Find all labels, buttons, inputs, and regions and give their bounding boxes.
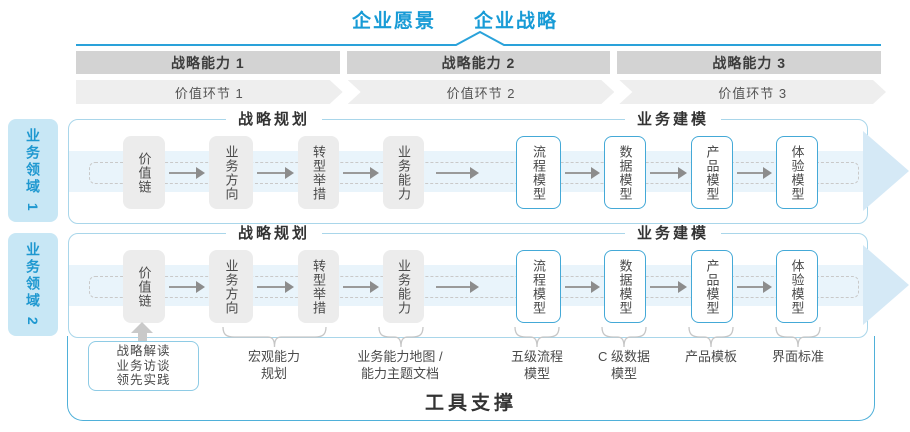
- annotation-line: 宏观能力: [247, 349, 301, 364]
- vision-title: 企业愿景: [351, 11, 436, 32]
- node-box: 业务方向: [209, 136, 253, 209]
- annotation-line: 战略解读: [116, 343, 171, 358]
- up-arrow-icon: [131, 322, 153, 342]
- business-domain-2-lane: 战略规划 业务建模价值链 业务方向 转型举措 业务能力 流程模型 数据模型 产品模型 体验模型: [68, 224, 909, 338]
- right-arrow-icon: [737, 280, 772, 293]
- node-box: 体验模型: [776, 250, 818, 323]
- tool-support-label: 工具支撑: [424, 393, 517, 414]
- annotation-label: 宏观能力规划: [248, 349, 300, 383]
- strategic-planning-header: 战略规划: [225, 110, 323, 130]
- node-box: 业务方向: [209, 250, 253, 323]
- tool-support-container: 工具支撑: [67, 336, 875, 421]
- annotation-line: 能力主题文档: [360, 365, 440, 381]
- right-arrow-icon: [169, 166, 205, 179]
- node-box: 转型举措: [298, 136, 339, 209]
- annotation-label: 界面标准: [772, 349, 824, 366]
- node-box: 价值链: [123, 136, 165, 209]
- annotation-line: C 级数据: [597, 349, 651, 364]
- strategic-capability-3: 战略能力 3: [617, 51, 882, 74]
- node-box: 体验模型: [776, 136, 818, 209]
- node-box: 产品模型: [691, 136, 733, 209]
- annotation-label: 产品模板: [685, 349, 737, 366]
- node-box: 流程模型: [516, 250, 561, 323]
- right-arrow-icon: [650, 280, 687, 293]
- annotation-line: 产品模板: [684, 349, 738, 364]
- annotation-line: 界面标准: [771, 349, 825, 364]
- node-box: 业务能力: [383, 250, 424, 323]
- practice-annotation-box: 战略解读 业务访谈 领先实践: [88, 341, 199, 391]
- right-arrow-icon: [343, 280, 379, 293]
- node-box: 数据模型: [604, 136, 646, 209]
- value-link-chevrons: 价值环节 1 价值环节 2 价值环节 3: [76, 80, 886, 104]
- node-box: 价值链: [123, 250, 165, 323]
- annotation-line: 五级流程: [510, 349, 564, 364]
- vision-peak-line: [76, 30, 881, 46]
- right-arrow-icon: [436, 280, 479, 293]
- right-arrow-icon: [257, 280, 294, 293]
- right-arrow-icon: [257, 166, 294, 179]
- right-arrow-icon: [436, 166, 479, 179]
- annotation-line: 模型: [610, 365, 638, 381]
- underbrace-icon: [514, 326, 560, 348]
- annotation-label: 五级流程模型: [511, 349, 563, 383]
- right-arrow-icon: [565, 280, 600, 293]
- business-domain-2-label: 业务领域 2: [8, 233, 58, 336]
- annotation-line: 模型: [523, 365, 551, 381]
- node-box: 业务能力: [383, 136, 424, 209]
- value-link-2: 价值环节 2: [348, 80, 615, 104]
- value-link-1: 价值环节 1: [76, 80, 343, 104]
- underbrace-icon: [688, 326, 734, 348]
- business-domain-1-lane: 战略规划 业务建模价值链 业务方向 转型举措 业务能力 流程模型 数据模型 产品模型 体验模型: [68, 110, 909, 224]
- right-arrow-icon: [650, 166, 687, 179]
- underbrace-icon: [775, 326, 821, 348]
- node-box: 产品模型: [691, 250, 733, 323]
- node-box: 转型举措: [298, 250, 339, 323]
- business-modeling-header: 业务建模: [624, 110, 722, 130]
- right-arrow-icon: [565, 166, 600, 179]
- underbrace-icon: [222, 326, 327, 348]
- annotation-line: 领先实践: [116, 373, 171, 388]
- value-link-3: 价值环节 3: [619, 80, 886, 104]
- business-domain-1-label: 业务领域 1: [8, 119, 58, 222]
- strategic-planning-header: 战略规划: [225, 224, 323, 244]
- dashed-placeholder-strip: [89, 276, 859, 298]
- right-arrow-icon: [737, 166, 772, 179]
- dashed-placeholder-strip: [89, 162, 859, 184]
- flow-band-arrowhead-icon: [863, 245, 909, 325]
- underbrace-icon: [601, 326, 647, 348]
- flow-band-arrowhead-icon: [863, 131, 909, 211]
- page-title: 企业愿景 企业战略: [0, 6, 910, 33]
- strategic-capability-1: 战略能力 1: [76, 51, 340, 74]
- strategic-capability-bars: 战略能力 1 战略能力 2 战略能力 3: [76, 51, 882, 74]
- annotation-label: 业务能力地图 /能力主题文档: [357, 349, 442, 383]
- underbrace-icon: [378, 326, 424, 348]
- strategy-title: 企业战略: [474, 11, 559, 32]
- right-arrow-icon: [343, 166, 379, 179]
- business-modeling-header: 业务建模: [624, 224, 722, 244]
- right-arrow-icon: [169, 280, 205, 293]
- node-box: 数据模型: [604, 250, 646, 323]
- annotation-label: C 级数据模型: [598, 349, 650, 383]
- annotation-line: 规划: [260, 365, 288, 381]
- annotation-line: 业务能力地图 /: [357, 349, 443, 364]
- strategic-capability-2: 战略能力 2: [346, 51, 611, 74]
- annotation-line: 业务访谈: [116, 358, 171, 373]
- node-box: 流程模型: [516, 136, 561, 209]
